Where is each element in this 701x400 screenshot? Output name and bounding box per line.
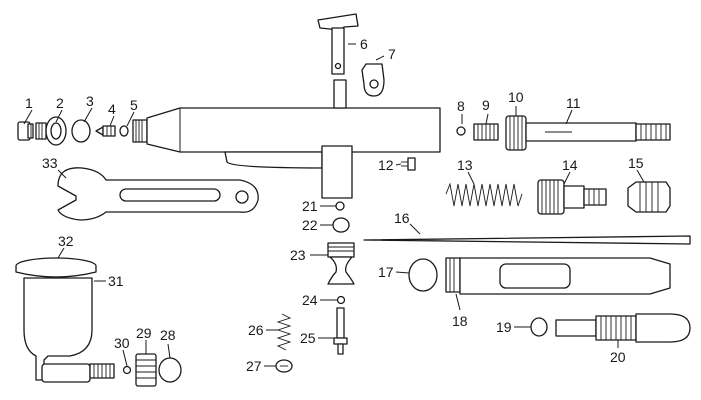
part-26-valve-spring (276, 313, 292, 351)
callout-9: 9 (482, 97, 490, 113)
part-29-cup-nut (135, 353, 157, 387)
part-17-o-ring (408, 258, 438, 292)
callout-2: 2 (56, 95, 64, 111)
callout-32: 32 (58, 233, 74, 249)
part-31-color-cup (23, 277, 115, 383)
part-33-wrench (57, 167, 259, 221)
callout-28: 28 (160, 327, 176, 343)
callout-26: 26 (248, 322, 264, 338)
part-1-nozzle-cap (17, 121, 34, 141)
part-27-valve-screw (275, 359, 293, 373)
part-12-screw (401, 157, 416, 171)
part-30-o-ring (122, 365, 132, 375)
part-24-o-ring (336, 295, 346, 305)
part-32-cup-lid (15, 257, 97, 278)
part-8-o-ring (456, 126, 466, 136)
callout-16: 16 (394, 210, 410, 226)
callout-4: 4 (108, 101, 116, 117)
callout-15: 15 (628, 155, 644, 171)
callout-18: 18 (452, 313, 468, 329)
callout-3: 3 (86, 93, 94, 109)
part-16-needle (363, 235, 691, 245)
part-22-o-ring (332, 217, 350, 233)
part-25-valve-stem (333, 307, 348, 355)
part-5-o-ring (119, 125, 129, 137)
callout-7: 7 (388, 46, 396, 62)
airbrush-body (132, 79, 441, 199)
callout-21: 21 (302, 198, 318, 214)
part-7-trigger-lever (361, 63, 385, 97)
callout-8: 8 (457, 98, 465, 114)
callout-14: 14 (562, 157, 578, 173)
callout-33: 33 (42, 155, 58, 171)
part-18-handle (445, 257, 671, 295)
part-2-nozzle-cap-body (35, 116, 67, 146)
callout-23: 23 (290, 247, 306, 263)
part-15-needle-chuck (627, 181, 671, 213)
leader-lines (23, 43, 645, 367)
callout-6: 6 (360, 36, 368, 52)
callout-20: 20 (610, 349, 626, 365)
callout-5: 5 (130, 97, 138, 113)
callout-25: 25 (300, 330, 316, 346)
callout-30: 30 (114, 335, 130, 351)
part-9-guide-nut (473, 123, 499, 141)
callout-29: 29 (136, 325, 152, 341)
callout-27: 27 (246, 358, 262, 374)
callout-10: 10 (508, 89, 524, 105)
part-20-air-valve (555, 313, 691, 343)
callout-12: 12 (378, 157, 394, 173)
part-3-washer (71, 119, 91, 143)
callout-31: 31 (108, 273, 124, 289)
callout-22: 22 (302, 217, 318, 233)
callout-24: 24 (302, 292, 318, 308)
part-23-valve-housing (327, 242, 355, 285)
callout-19: 19 (496, 319, 512, 335)
part-4-nozzle (95, 125, 116, 137)
part-28-o-ring (158, 357, 182, 383)
part-14-spring-guide (537, 179, 607, 215)
part-6-trigger (317, 13, 359, 75)
part-19-o-ring (530, 317, 548, 337)
callout-11: 11 (566, 95, 581, 111)
callout-1: 1 (25, 95, 33, 111)
callout-17: 17 (378, 264, 394, 280)
part-13-spring (445, 182, 523, 207)
part-11-guide-tube (525, 122, 671, 142)
part-10-guide-disk (505, 115, 527, 151)
callout-13: 13 (457, 157, 473, 173)
part-21-o-ring (335, 201, 345, 211)
